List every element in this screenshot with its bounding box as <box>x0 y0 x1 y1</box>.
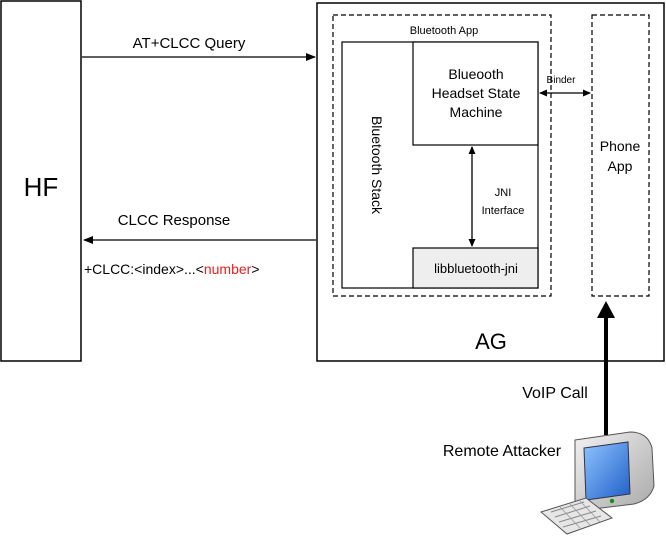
bluetooth-app-container <box>332 14 552 297</box>
at-clcc-query-label: AT+CLCC Query <box>133 35 246 52</box>
clcc-response-detail: +CLCC:<index>...<number> <box>84 261 260 277</box>
jni-interface-line-1: JNI <box>495 187 512 199</box>
voip-call-arrowhead <box>597 301 615 318</box>
clcc-response-label: CLCC Response <box>118 212 231 229</box>
jni-interface-line-2: Interface <box>482 205 525 217</box>
bluetooth-app-label: Bluetooth App <box>410 25 479 37</box>
binder-label: Binder <box>547 75 577 86</box>
headset-state-machine-line-3: Machine <box>450 104 503 120</box>
clcc-detail-prefix: +CLCC:<index>...< <box>84 261 204 277</box>
libbluetooth-jni-box <box>412 247 539 289</box>
headset-state-machine-line-1: Blueooth <box>448 66 503 82</box>
clcc-detail-suffix: > <box>251 261 259 277</box>
phone-app-box <box>591 14 650 297</box>
phone-app-line-2: App <box>608 158 633 174</box>
phone-app-line-1: Phone <box>600 138 641 154</box>
headset-state-machine-line-2: Headset State <box>432 85 521 101</box>
headset-state-machine-box <box>412 41 539 146</box>
computer-icon <box>539 431 655 535</box>
voip-call-label: VoIP Call <box>522 385 588 402</box>
hf-label: HF <box>24 172 59 202</box>
remote-attacker-label: Remote Attacker <box>443 443 562 460</box>
ag-label: AG <box>475 329 507 354</box>
clcc-detail-number: number <box>204 261 252 277</box>
bluetooth-stack-label: Bluetooth Stack <box>369 116 385 215</box>
libbluetooth-jni-label: libbluetooth-jni <box>434 261 518 276</box>
hf-box <box>0 0 82 362</box>
